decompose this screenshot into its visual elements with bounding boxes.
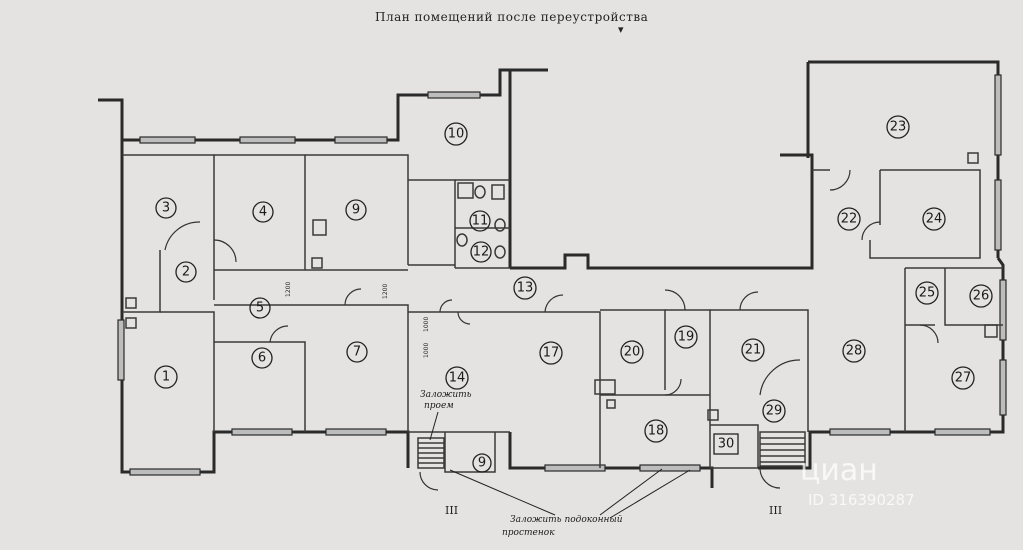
room-3: 3 [155,197,177,219]
room-21: 21 [741,338,765,362]
svg-text:11: 11 [472,214,489,229]
svg-text:Заложить: Заложить [420,390,472,400]
annotation-fill-opening: Заложить проем [420,390,472,441]
room-22: 22 [837,207,861,231]
room-20: 20 [620,340,644,364]
room-9: 9 [345,199,367,221]
watermark-brand: циан [800,453,878,488]
room-19: 19 [674,325,698,349]
svg-text:1000: 1000 [423,343,430,358]
svg-text:1200: 1200 [382,284,389,299]
plan-title: План помещений после переустройства [375,10,648,24]
svg-text:18: 18 [648,424,665,439]
room-12: 12 [470,241,492,263]
stairs [417,431,806,469]
svg-text:10: 10 [448,127,465,142]
svg-text:3: 3 [162,201,170,216]
room-4: 4 [252,201,274,223]
svg-text:проем: проем [424,401,454,411]
svg-text:21: 21 [745,343,762,358]
section-mark-right: III [769,504,782,517]
section-mark-left: III [445,504,458,517]
svg-text:1: 1 [162,370,170,385]
room-23: 23 [886,115,910,139]
svg-text:19: 19 [678,330,695,345]
room-7: 7 [346,341,368,363]
svg-text:30: 30 [718,437,735,452]
room-1: 1 [154,365,178,389]
room-labels: 1 2 3 4 5 6 7 9 10 11 12 13 14 17 18 19 … [154,115,993,473]
title-mark: ▾ [618,23,624,36]
fixtures [125,152,998,421]
svg-text:4: 4 [259,205,267,220]
svg-text:2: 2 [182,265,190,280]
svg-text:9: 9 [352,203,360,218]
room-10: 10 [444,122,468,146]
svg-text:простенок: простенок [502,528,555,538]
svg-text:27: 27 [955,371,972,386]
svg-text:6: 6 [258,351,266,366]
room-13: 13 [513,276,537,300]
room-29: 29 [762,399,786,423]
watermark-id: ID 316390287 [808,491,915,509]
dimension-marks: 1200 1200 1000 1000 [285,282,430,358]
interior-walls [122,154,1003,473]
svg-text:Заложить подоконный: Заложить подоконный [510,515,623,525]
svg-text:28: 28 [846,344,863,359]
svg-text:24: 24 [926,212,943,227]
svg-text:7: 7 [353,345,361,360]
watermark: циан ID 316390287 [800,453,915,509]
svg-text:20: 20 [624,345,641,360]
svg-text:26: 26 [973,289,990,304]
room-27: 27 [951,366,975,390]
svg-text:23: 23 [890,120,907,135]
room-2: 2 [175,261,197,283]
annotation-fill-sill: Заложить подоконный простенок [449,468,691,538]
room-17: 17 [539,341,563,365]
svg-text:12: 12 [473,245,490,260]
outer-walls [98,60,1005,488]
svg-text:5: 5 [256,301,264,316]
room-24: 24 [922,207,946,231]
room-6: 6 [251,347,273,369]
room-30: 30 [713,433,739,455]
room-25: 25 [915,281,939,305]
windows [117,74,1007,476]
room-9b: 9 [472,453,492,473]
room-28: 28 [842,339,866,363]
svg-text:1200: 1200 [285,282,292,297]
room-11: 11 [469,210,491,232]
room-26: 26 [969,284,993,308]
svg-text:13: 13 [517,281,534,296]
svg-text:25: 25 [919,286,936,301]
room-18: 18 [644,419,668,443]
svg-text:29: 29 [766,404,783,419]
room-5: 5 [249,297,271,319]
svg-text:9: 9 [478,456,486,471]
svg-text:22: 22 [841,212,858,227]
doors [164,169,939,491]
room-14: 14 [445,366,469,390]
svg-text:17: 17 [543,346,560,361]
svg-text:14: 14 [449,371,466,386]
svg-text:1000: 1000 [423,317,430,332]
